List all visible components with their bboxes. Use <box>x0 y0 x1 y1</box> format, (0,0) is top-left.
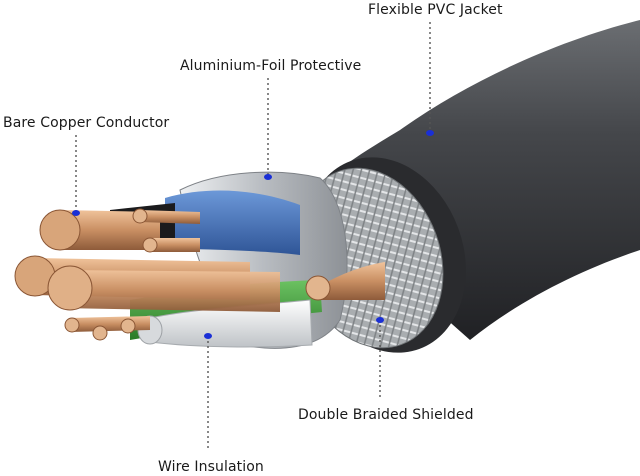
label-aluminium-foil: Aluminium-Foil Protective <box>180 58 362 74</box>
markers <box>72 130 434 339</box>
label-flexible-pvc-jacket: Flexible PVC Jacket <box>368 2 503 18</box>
label-wire-insulation: Wire Insulation <box>158 459 264 475</box>
marker-jacket <box>426 130 434 136</box>
marker-braid <box>376 317 384 323</box>
marker-foil <box>264 174 272 180</box>
label-bare-copper-conductor: Bare Copper Conductor <box>3 115 170 131</box>
marker-insulation <box>204 333 212 339</box>
marker-copper <box>72 210 80 216</box>
label-double-braided-shielded: Double Braided Shielded <box>298 407 474 423</box>
copper-conductors <box>14 208 385 341</box>
leader-lines <box>75 22 431 450</box>
